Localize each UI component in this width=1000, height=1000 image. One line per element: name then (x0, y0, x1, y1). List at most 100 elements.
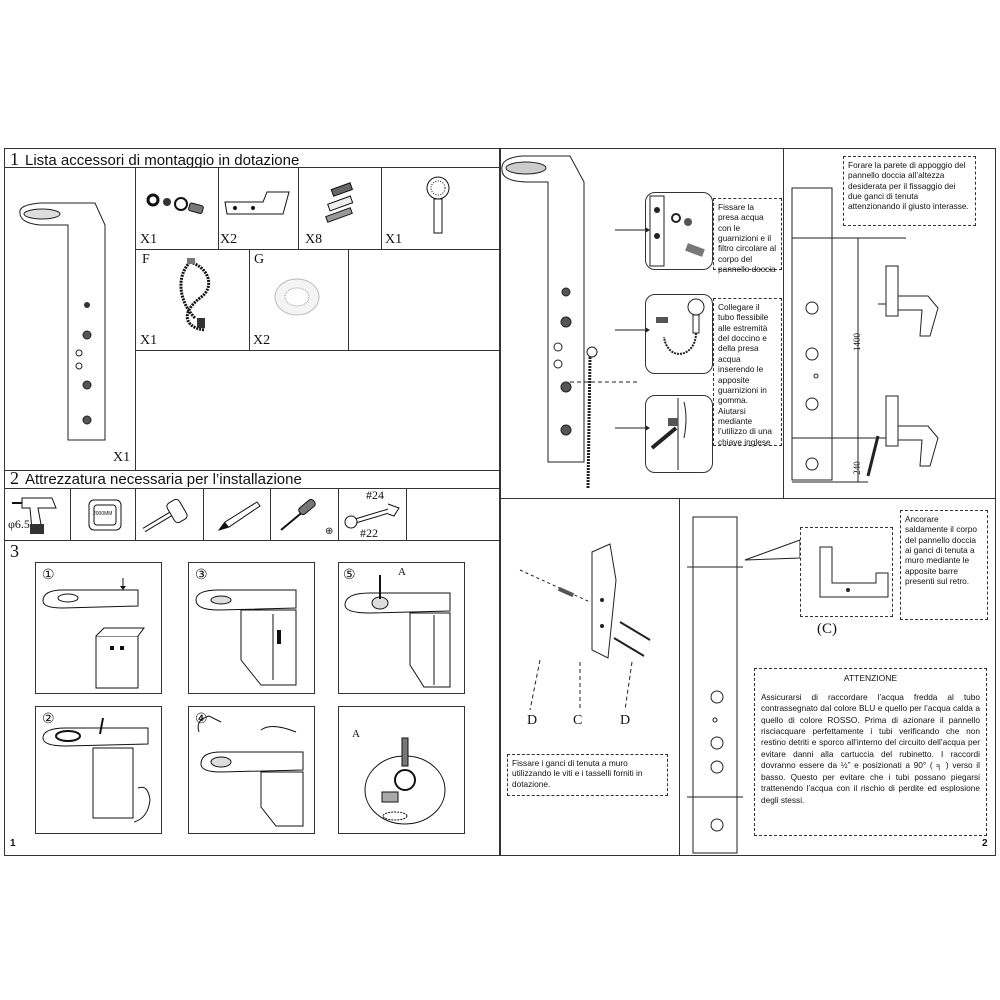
bracket-callout-arrow (744, 539, 801, 561)
section-1-title: Lista accessori di montaggio in dotazion… (25, 152, 300, 169)
screwdriver-tip: ⊕ (325, 526, 334, 537)
step-1-illustration (42, 578, 145, 689)
note-anchor: Ancorare saldamente il corpo del pannell… (900, 510, 988, 620)
screwdriver-icon (280, 498, 316, 531)
inlet-detail-frame (645, 192, 713, 270)
detail-a-tag: A (352, 728, 360, 740)
grid-vline-2 (218, 167, 219, 249)
dimension-1400: 1400 (852, 333, 862, 351)
mallet-icon (142, 498, 188, 533)
tools-vline-4 (270, 488, 271, 540)
inlet-detail-illustration (649, 195, 705, 267)
accessory-f-qty: X1 (140, 333, 158, 348)
drilling-diagram (791, 187, 939, 483)
detail-a-illustration (364, 737, 446, 825)
shower-panel-icon (19, 202, 106, 441)
section-1-rule (4, 167, 501, 168)
step-box-3 (188, 562, 315, 694)
hook-label-d2: D (620, 713, 631, 728)
filter-disc-icon (274, 278, 320, 316)
step-3-label: ③ (195, 566, 208, 582)
grid-vline-4 (381, 167, 382, 249)
wrench-detail-illustration (650, 398, 687, 470)
attention-title: ATTENZIONE (843, 673, 898, 683)
page-1 (4, 148, 501, 856)
accessory-g-qty: X2 (253, 333, 271, 348)
hook-label-c: C (573, 713, 583, 728)
step-5-illustration (344, 575, 451, 688)
attention-text: Assicurarsi di raccordare l’acqua fredda… (761, 691, 980, 805)
step-box-4 (188, 706, 315, 834)
grid-vline-1 (135, 167, 136, 470)
note-fix-hooks: Fissare i ganci di tenuta a muro utilizz… (507, 754, 668, 796)
page-1-number: 1 (10, 838, 16, 849)
hose-detail-frame (645, 294, 713, 374)
tools-vline-3 (203, 488, 204, 540)
page-2-hline-mid (499, 498, 996, 499)
step-box-a-detail (338, 706, 465, 834)
step-4-illustration (197, 715, 304, 827)
page-2 (499, 148, 996, 856)
drill-size: φ6.5 (8, 517, 30, 531)
step-box-1 (35, 562, 162, 694)
step-5-label: ⑤ (343, 566, 356, 582)
step-2-illustration (42, 717, 151, 823)
callout-arrows (615, 227, 650, 431)
section-2-title: Attrezzatura necessaria per l’installazi… (25, 471, 302, 488)
tools-row-bottom (4, 540, 501, 541)
page-2-vline-bottom (679, 498, 680, 856)
grid-vline-5 (249, 249, 250, 350)
panel-with-hose-illustration (501, 155, 640, 489)
bracket-detail-frame (800, 527, 893, 617)
bracket-c-illustration (819, 546, 889, 598)
accessory-f-label: F (142, 252, 150, 267)
accessory-1-qty: X1 (140, 232, 158, 247)
panel-qty: X1 (113, 450, 131, 465)
attention-box: ATTENZIONE Assicurarsi di raccordare l’a… (754, 668, 987, 836)
accessory-3-qty: X8 (305, 232, 323, 247)
step-5-tag: A (398, 566, 406, 578)
step-2-label: ② (42, 710, 55, 726)
note-connect-hose: Collegare il tubo flessibile alle estrem… (713, 298, 782, 447)
page-2-vline-top (783, 148, 784, 498)
accessory-g-label: G (254, 252, 265, 267)
note-drill-wall: Forare la parete di appoggio del pannell… (843, 156, 976, 226)
tape-measure-text: 2000MM (93, 511, 113, 517)
tools-vline-1 (70, 488, 71, 540)
panel-mounted-illustration (687, 516, 743, 854)
tools-vline-2 (135, 488, 136, 540)
wrench-detail-frame (645, 395, 713, 473)
page-2-number: 2 (982, 838, 988, 849)
hand-shower-icon (426, 176, 450, 234)
tools-vline-6 (406, 488, 407, 540)
wrench-size-top: #24 (366, 488, 384, 502)
washers-filter-icon (146, 193, 204, 214)
grid-hline-1 (135, 249, 501, 250)
step-4-label: ④ (195, 710, 208, 726)
bracket-c-label: (C) (817, 621, 837, 637)
drill-icon (12, 497, 57, 534)
dimension-240: 240 (851, 461, 862, 475)
step-3-illustration (195, 589, 297, 686)
wrench-icon (344, 503, 400, 529)
grid-hline-2 (135, 350, 501, 351)
section-3-number: 3 (10, 541, 19, 561)
section-2-number: 2 (10, 468, 19, 488)
flexible-hose-icon (179, 258, 211, 332)
wrench-size-bottom: #22 (360, 526, 378, 540)
accessory-2-qty: X2 (220, 232, 238, 247)
tools-vline-5 (338, 488, 339, 540)
screws-plugs-icon (325, 182, 354, 223)
hook-bracket-icon (224, 191, 290, 215)
step-box-5 (338, 562, 465, 694)
grid-vline-3 (298, 167, 299, 249)
hose-detail-illustration (656, 298, 705, 355)
section-2-heading: 2 Attrezzatura necessaria per l’installaz… (10, 468, 302, 489)
pencil-icon (217, 501, 261, 531)
hook-fixing-diagram (519, 543, 651, 711)
tape-measure-icon (88, 499, 122, 531)
section-2-rule-top (4, 470, 501, 471)
accessory-4-qty: X1 (385, 232, 403, 247)
grid-vline-6 (348, 249, 349, 350)
